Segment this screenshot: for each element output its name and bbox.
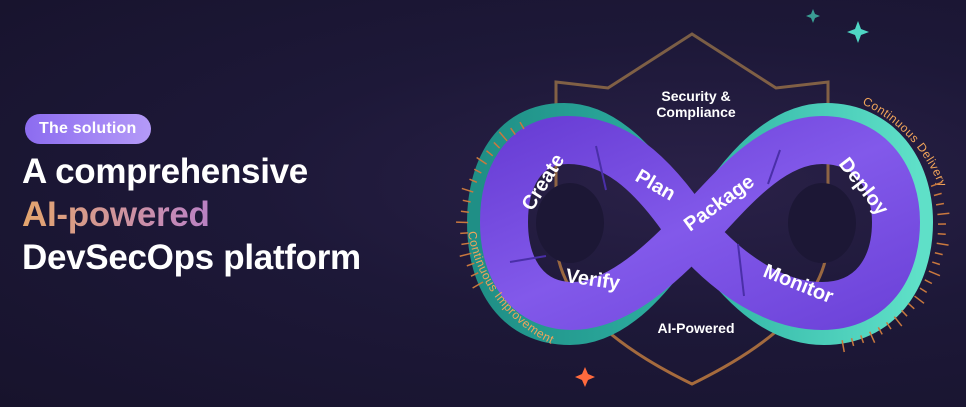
headline: A comprehensive AI-powered DevSecOps pla… bbox=[22, 150, 361, 279]
ai-powered-label: AI-Powered bbox=[657, 320, 734, 336]
headline-line-2: AI-powered bbox=[22, 193, 361, 236]
sparkle-teal-icon bbox=[847, 21, 869, 43]
tick-mark bbox=[462, 199, 471, 203]
tick-mark bbox=[914, 295, 925, 304]
tick-mark bbox=[860, 335, 865, 344]
tick-mark bbox=[935, 202, 945, 206]
stage-dividers bbox=[509, 145, 781, 297]
tick-mark bbox=[461, 242, 470, 246]
tick-mark bbox=[470, 272, 479, 277]
tick-mark bbox=[493, 141, 501, 149]
tick-mark bbox=[841, 340, 845, 353]
security-label-line-2: Compliance bbox=[656, 104, 736, 120]
tick-mark bbox=[928, 270, 941, 277]
tick-mark bbox=[907, 302, 915, 310]
tick-mark bbox=[893, 316, 903, 327]
tick-mark bbox=[869, 331, 876, 343]
tick-mark bbox=[460, 210, 469, 213]
tick-mark bbox=[901, 309, 908, 317]
tick-mark bbox=[937, 232, 946, 235]
tick-mark bbox=[519, 121, 525, 130]
tick-mark bbox=[473, 168, 482, 174]
tick-mark bbox=[924, 279, 933, 285]
sparkle-teal-small-icon bbox=[806, 9, 820, 23]
tick-mark bbox=[472, 281, 484, 289]
headline-line-3: DevSecOps platform bbox=[22, 238, 361, 277]
tick-mark bbox=[936, 242, 949, 246]
tick-mark bbox=[469, 178, 478, 184]
infinity-inner-band bbox=[480, 116, 920, 330]
right-loop-center bbox=[788, 183, 856, 263]
security-label-line-1: Security & bbox=[661, 88, 730, 104]
headline-line-1: A comprehensive bbox=[22, 152, 308, 191]
tick-mark bbox=[932, 261, 941, 266]
solution-badge: The solution bbox=[25, 114, 151, 144]
tick-mark bbox=[919, 287, 928, 294]
right-tick-marks bbox=[841, 181, 950, 353]
tick-mark bbox=[934, 252, 943, 256]
sparkle-orange-icon bbox=[575, 367, 595, 387]
tick-mark bbox=[930, 181, 943, 188]
tick-mark bbox=[461, 187, 474, 193]
tick-mark bbox=[877, 327, 883, 335]
tick-mark bbox=[850, 337, 855, 347]
tick-mark bbox=[510, 127, 516, 136]
tick-mark bbox=[885, 321, 892, 330]
tick-mark bbox=[476, 156, 488, 165]
tick-mark bbox=[498, 131, 508, 142]
tick-mark bbox=[459, 252, 472, 257]
tick-mark bbox=[466, 262, 475, 267]
tick-mark bbox=[486, 150, 494, 157]
left-loop-center bbox=[536, 183, 604, 263]
tick-mark bbox=[933, 192, 942, 197]
tick-mark bbox=[937, 212, 950, 216]
left-tick-marks bbox=[456, 121, 525, 289]
